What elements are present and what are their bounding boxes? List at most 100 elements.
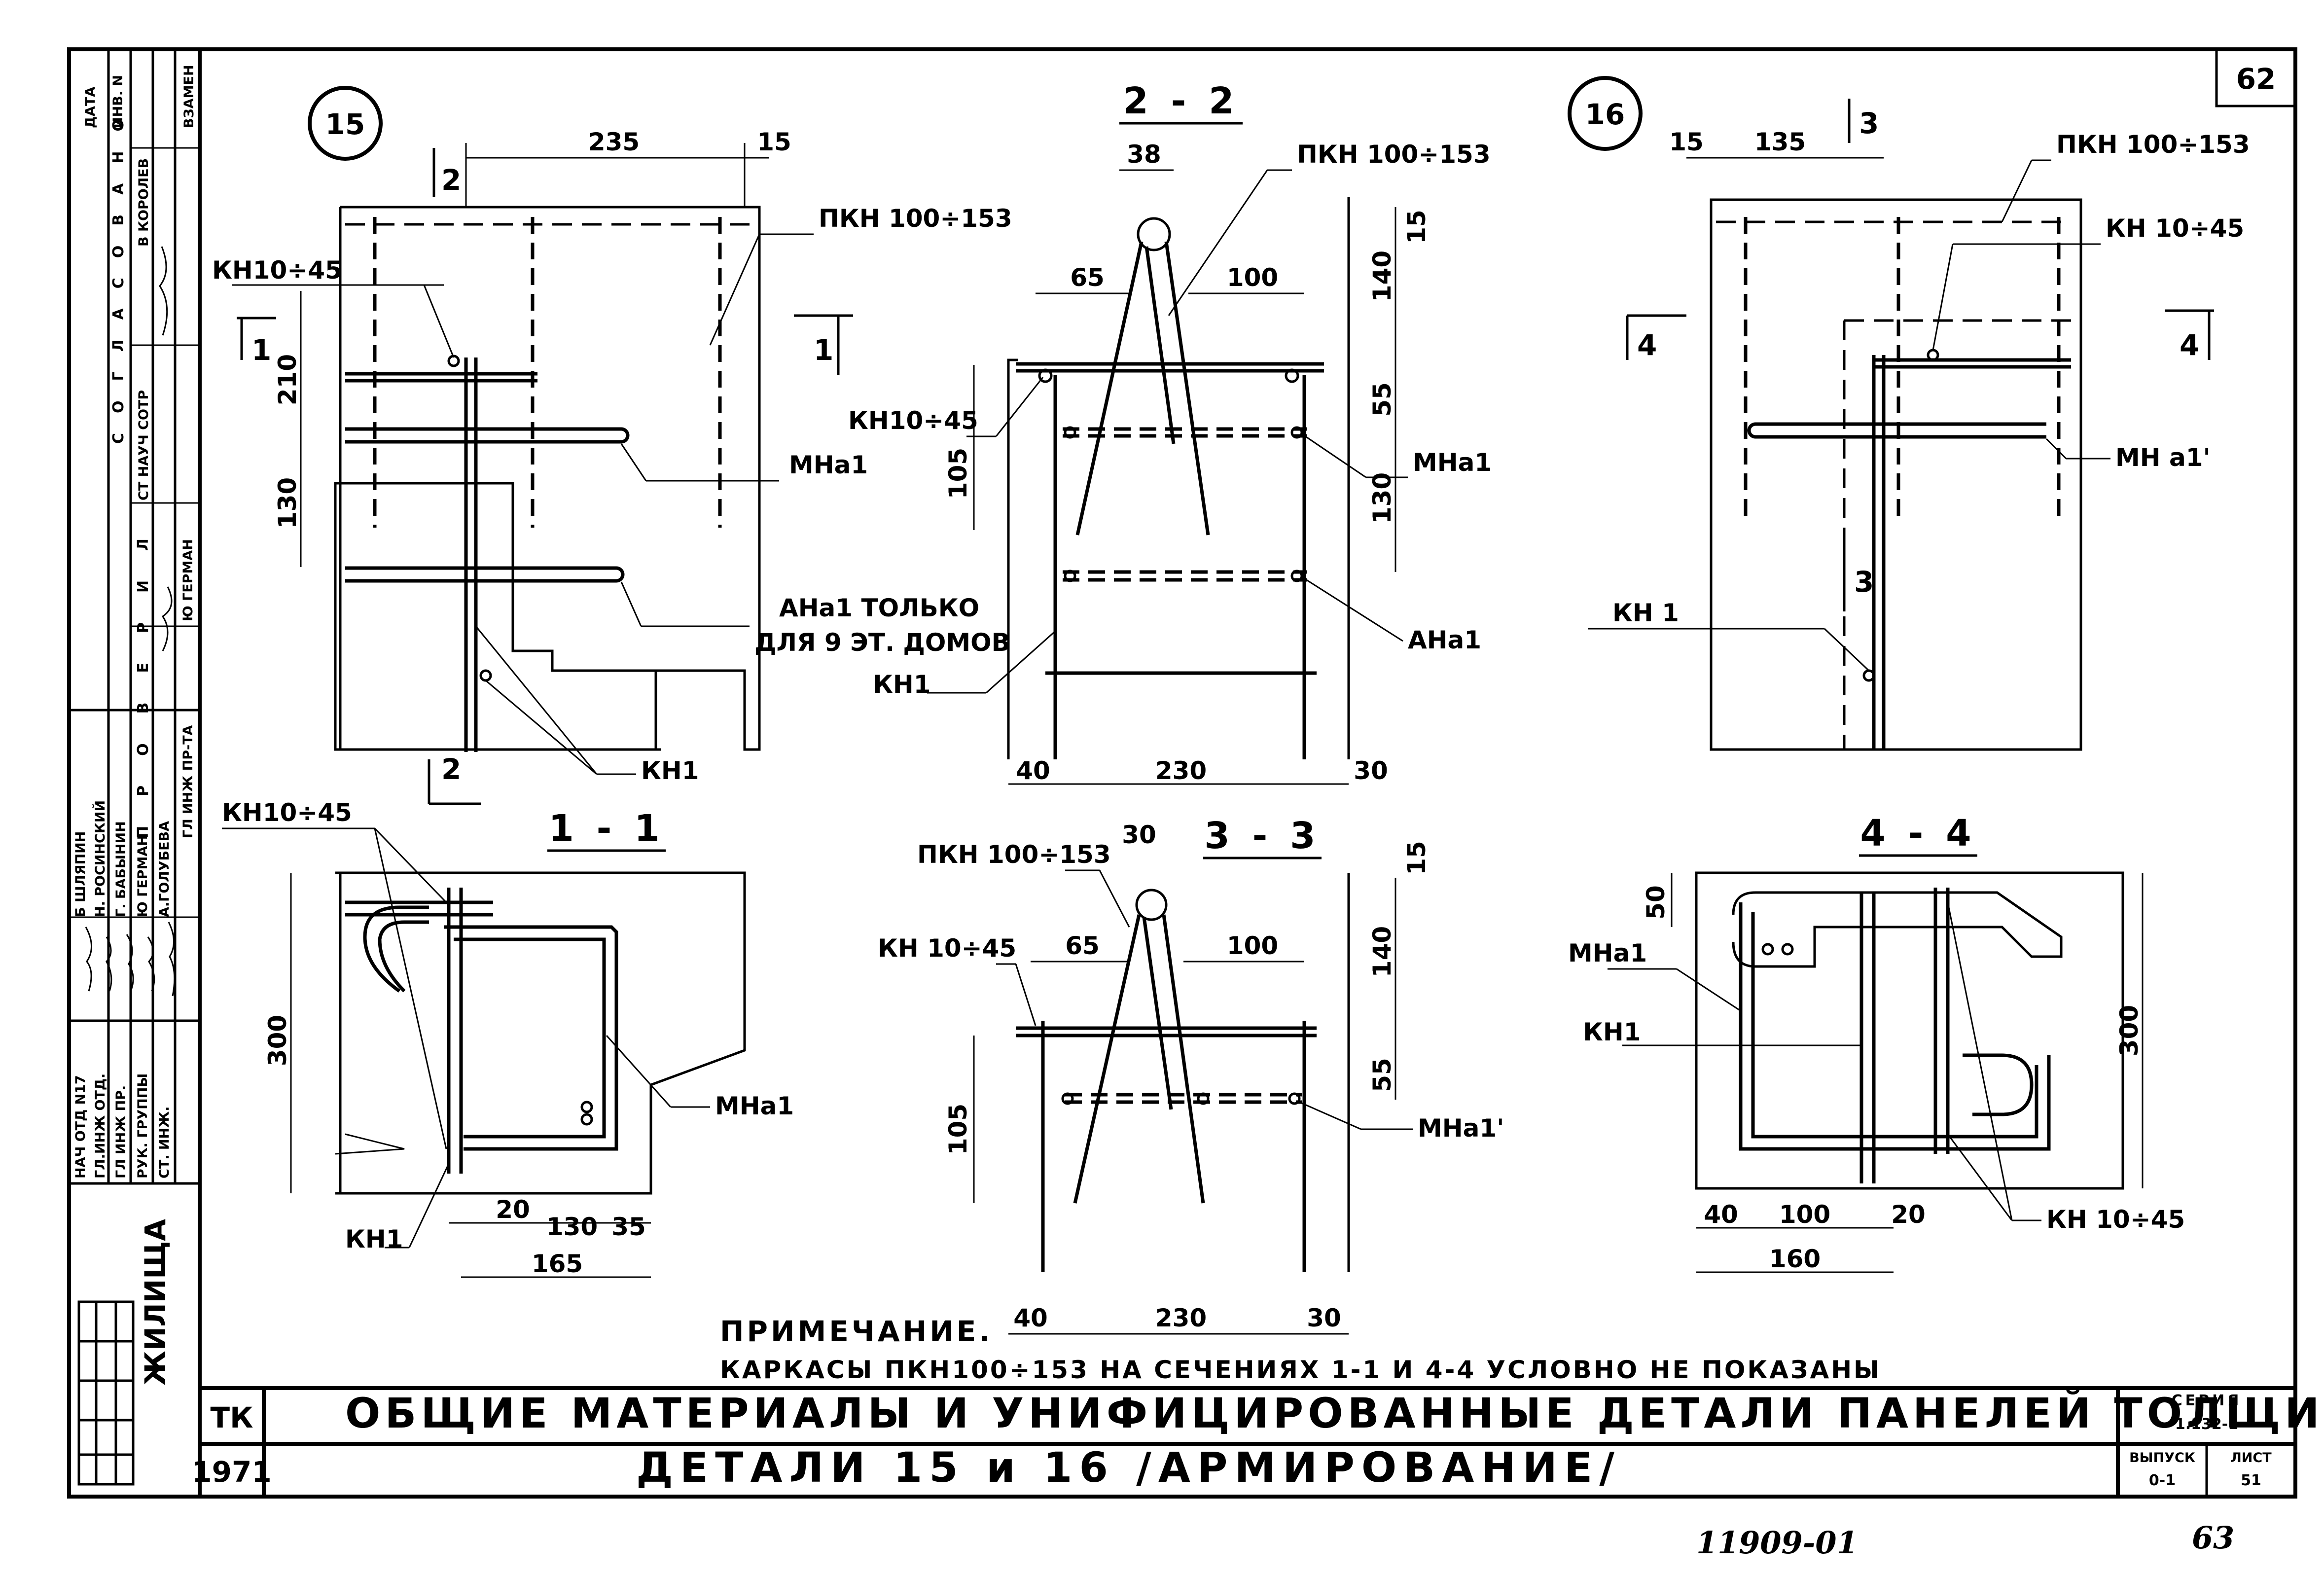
s33-label-kn1045: КН 10÷45 [878, 934, 1016, 963]
page-number: 63 [2192, 1520, 2234, 1556]
s22-label-kn1045: КН10÷45 [848, 406, 978, 435]
s22-dim-140: 140 [1368, 250, 1396, 302]
s44-label-mna1: МНа1 [1568, 939, 1647, 967]
title-line-2: ДЕТАЛИ 15 и 16 /АРМИРОВАНИЕ/ [636, 1443, 1621, 1492]
list-label: ЛИСТ [2230, 1450, 2272, 1466]
stamp-role-1: НАЧ ОТД N17 [73, 1075, 88, 1179]
stamp-role-5: СТ. ИНЖ. [157, 1107, 172, 1179]
detail-15-number: 15 [325, 107, 365, 141]
title-line-1: ОБЩИЕ МАТЕРИАЛЫ И УНИФИЦИРОВАННЫЕ ДЕТАЛИ… [345, 1389, 2324, 1437]
s44-dim-50: 50 [1642, 885, 1670, 920]
s33-dim-55: 55 [1368, 1058, 1396, 1092]
archive-number: 11909-01 [1696, 1525, 1858, 1561]
d16-label-mna1p: МН а1' [2115, 443, 2211, 472]
d16-dim-135: 135 [1754, 128, 1806, 156]
d16-cut-left: 4 [1637, 328, 1657, 362]
s22-dim-100: 100 [1227, 263, 1278, 292]
d15-label-ana1-note: ДЛЯ 9 ЭТ. ДОМОВ [754, 628, 1010, 657]
s33-title: 3 - 3 [1204, 815, 1320, 857]
stamp-role-2: ГЛ.ИНЖ ОТД. [93, 1073, 108, 1179]
d15-dim-15: 15 [757, 128, 791, 156]
sheet-frame [67, 47, 2297, 1499]
note-text: КАРКАСЫ ПКН100÷153 НА СЕЧЕНИЯХ 1-1 И 4-4… [720, 1356, 1881, 1384]
s11-dim-300: 300 [263, 1015, 292, 1066]
note-heading: ПРИМЕЧАНИЕ. [720, 1315, 993, 1348]
stamp-name-2: Н. РОСИНСКИЙ [92, 800, 108, 917]
d16-dim-15: 15 [1669, 128, 1704, 156]
d15-dim-210: 210 [273, 354, 302, 405]
stamp-text: НАЧ ОТД N17 ГЛ.ИНЖ ОТД. ГЛ ИНЖ ПР. РУК. … [73, 65, 197, 1386]
stamp-name-4: Ю ГЕРМАН [135, 835, 150, 917]
d15-label-mna1: МНа1 [789, 451, 868, 479]
stamp-strip [69, 49, 200, 1185]
issue-label: ВЫПУСК [2129, 1450, 2195, 1466]
s22-dim-65: 65 [1070, 263, 1105, 292]
stamp-role-4: РУК. ГРУППЫ [135, 1073, 150, 1179]
stamp-proverka-name: Ю ГЕРМАН [180, 539, 196, 621]
stamp-soglasovano-role: СТ НАУЧ СОТР [136, 390, 151, 500]
d15-label-pkn: ПКН 100÷153 [819, 204, 1012, 233]
s11-dim-130: 130 [546, 1213, 598, 1241]
stamp-name-5: А.ГОЛУБЕВА [157, 821, 172, 917]
s44-dim-300: 300 [2115, 1005, 2144, 1056]
s33-dim-30b: 30 [1307, 1304, 1341, 1332]
stamp-proverka-role: ГЛ ИНЖ ПР-ТА [180, 725, 196, 838]
issue-value: 0-1 [2149, 1472, 2176, 1489]
stamp-name-1: Б ШЛЯПИН [73, 831, 88, 917]
s44-label-kn1045: КН 10÷45 [2046, 1205, 2185, 1234]
stamp-soglasovano-title: СОГЛАСОВАНО [110, 99, 127, 444]
s22-label-pkn: ПКН 100÷153 [1297, 140, 1491, 169]
s11-label-kn1: КН1 [345, 1225, 403, 1253]
title-block: ТК 1971 ОБЩИЕ МАТЕРИАЛЫ И УНИФИЦИРОВАННЫ… [192, 1389, 2324, 1492]
s33-dim-15: 15 [1402, 841, 1431, 875]
detail-16: 16 15 135 3 4 4 3 ПКН 100÷153 КН [1568, 76, 2250, 751]
d15-label-kn1045: КН10÷45 [212, 256, 342, 285]
d15-cut-right: 1 [814, 333, 833, 367]
s33-dim-100: 100 [1227, 931, 1278, 960]
s22-dim-105: 105 [944, 448, 972, 499]
d16-cut-bottom: 3 [1854, 565, 1874, 599]
title-code: ТК [211, 1401, 253, 1434]
s11-dim-35: 35 [611, 1213, 646, 1241]
title-year: 1971 [192, 1455, 271, 1489]
s22-label-kn1: КН1 [873, 670, 931, 699]
d16-cut-top: 3 [1859, 107, 1879, 140]
d16-label-kn1: КН 1 [1612, 599, 1679, 627]
s44-dim-40: 40 [1704, 1200, 1738, 1229]
s11-title: 1 - 1 [548, 807, 664, 850]
stamp-header-inv: ИНВ. N [110, 75, 126, 128]
s22-dim-230: 230 [1155, 756, 1207, 785]
d15-dim-130: 130 [273, 477, 302, 529]
detail-16-number: 16 [1585, 98, 1625, 131]
s44-title: 4 - 4 [1860, 812, 1976, 855]
sheet-number: 62 [2236, 62, 2276, 96]
stamp-proverka-title: ПРОВЕРИЛ [135, 509, 152, 838]
s11-dim-165: 165 [532, 1250, 583, 1278]
s22-dim-40: 40 [1016, 756, 1050, 785]
s33-dim-230: 230 [1155, 1304, 1207, 1332]
section-3-3: 3 - 3 30 65 100 15 140 55 105 40 230 30 … [878, 815, 1504, 1335]
stamp-signatures [85, 246, 176, 997]
d15-cut-top: 2 [441, 163, 461, 197]
s44-dim-100: 100 [1779, 1200, 1830, 1229]
s33-label-mna1p: МНа1' [1418, 1114, 1504, 1143]
stamp-header-vzamen: ВЗАМЕН [181, 65, 197, 128]
s44-label-kn1: КН1 [1583, 1018, 1641, 1046]
s22-dim-130: 130 [1368, 472, 1396, 524]
s33-dim-140: 140 [1368, 926, 1396, 977]
d15-label-kn1: КН1 [641, 756, 699, 785]
stamp-role-3: ГЛ ИНЖ ПР. [113, 1085, 129, 1179]
s22-title: 2 - 2 [1123, 80, 1239, 122]
s44-dim-160: 160 [1769, 1245, 1821, 1273]
section-4-4: 4 - 4 50 300 40 100 20 160 МНа1 КН1 КН 1… [1568, 812, 2185, 1273]
d16-label-kn1045: КН 10÷45 [2106, 214, 2244, 243]
d16-label-pkn: ПКН 100÷153 [2056, 130, 2250, 159]
section-1-1: 1 - 1 300 20 130 35 165 КН10÷45 МНа1 КН1 [222, 798, 794, 1278]
stamp-name-3: Г. БАБЫНИН [113, 821, 129, 917]
s22-dim-38: 38 [1127, 140, 1161, 169]
note: ПРИМЕЧАНИЕ. КАРКАСЫ ПКН100÷153 НА СЕЧЕНИ… [720, 1315, 1881, 1384]
institute-logo [77, 1300, 135, 1486]
d15-cut-bottom: 2 [441, 752, 461, 786]
stamp-soglasovano-name: В КОРОЛЕВ [136, 158, 151, 247]
